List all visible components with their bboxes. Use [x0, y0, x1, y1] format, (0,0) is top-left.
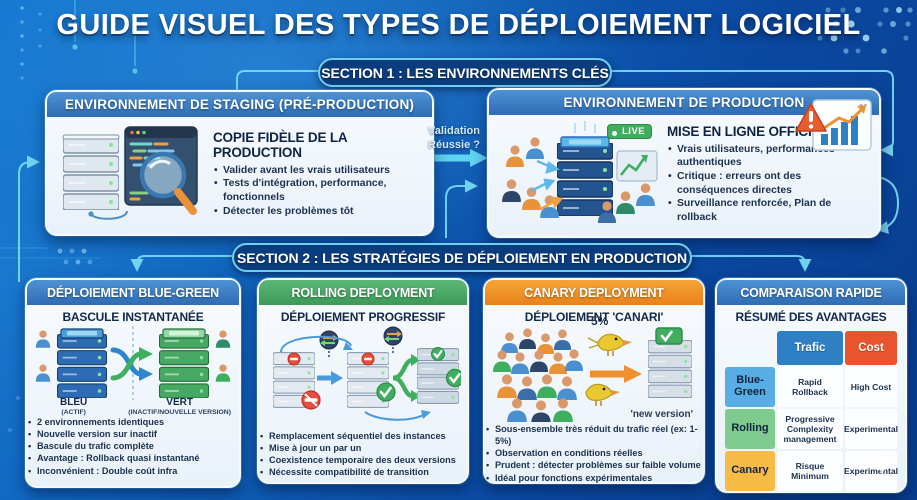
- rolling-bullets: Remplacement séquentiel des instances Mi…: [259, 430, 467, 479]
- bullet: Détecter les problèmes tôt: [213, 205, 422, 219]
- connector-s2-to-bluegreen: [130, 255, 232, 272]
- green-sublabel: (INACTIF/NOUVELLE VERSION): [128, 408, 231, 416]
- comparison-table: Trafic Cost Blue-Green Rapid Rollback Hi…: [717, 331, 905, 491]
- cable-line: [90, 210, 128, 220]
- bullet: Surveillance renforcée, Plan de rollback: [667, 197, 869, 224]
- blue-sublabel: (ACTIF): [61, 408, 86, 416]
- validation-question-label: Validation Réussie ?: [428, 125, 480, 151]
- rolling-subtitle: DÉPLOIEMENT PROGRESSIF: [280, 310, 446, 324]
- canary-bullets: Sous-ensemble très réduit du trafic réel…: [485, 423, 703, 484]
- row-label-rolling: Rolling: [725, 409, 775, 449]
- staging-header: ENVIRONNEMENT DE STAGING (PRÉ-PRODUCTION…: [47, 92, 432, 117]
- table-cell: High Cost: [845, 367, 897, 407]
- bullet: Valider avant les vrais utilisateurs: [213, 164, 422, 178]
- swap-badge-icon: [383, 326, 403, 354]
- bullet: Avantage : Rollback quasi instantané: [27, 452, 239, 464]
- canary-subtitle: DÉPLOIEMENT 'CANARI': [524, 310, 664, 324]
- blue-label: BLEU: [60, 397, 88, 408]
- comparison-subtitle: RÉSUMÉ DES AVANTAGES: [735, 310, 887, 324]
- arrow-right-icon: [317, 371, 343, 385]
- comparison-header: COMPARAISON RAPIDE: [717, 280, 905, 305]
- rolling-header: ROLLING DEPLOYMENT: [259, 280, 467, 305]
- canary-panel: CANARY DEPLOYMENT DÉPLOIEMENT 'CANARI' 5…: [483, 278, 705, 484]
- traffic-percent-label: 5%: [591, 314, 609, 328]
- production-illustration: [497, 121, 659, 227]
- row-label-blue-green: Blue-Green: [725, 367, 775, 407]
- bullet: Bascule du trafic complète: [27, 440, 239, 452]
- bullet: Nécessite compatibilité de transition: [259, 466, 467, 478]
- canary-header: CANARY DEPLOYMENT: [485, 280, 703, 305]
- table-cell: Experimental: [844, 451, 898, 491]
- blue-green-bullets: 2 environnements identiques Nouvelle ver…: [27, 416, 239, 477]
- canary-bird-icon: [587, 333, 632, 356]
- section1-banner: SECTION 1 : LES ENVIRONNEMENTS CLÉS: [318, 58, 612, 87]
- table-cell: Progressive Complexity management: [777, 409, 843, 449]
- bullet: Coexistence temporaire des deux versions: [259, 454, 467, 466]
- comparison-panel: COMPARAISON RAPIDE RÉSUMÉ DES AVANTAGES …: [715, 278, 907, 493]
- bullet: Inconvénient : Double coût infra: [27, 465, 239, 477]
- bullet: Sous-ensemble très réduit du trafic réel…: [485, 423, 703, 447]
- bullet: Nouvelle version sur inactif: [27, 428, 239, 440]
- growth-chart-icon: [616, 150, 658, 182]
- production-panel: ENVIRONNEMENT DE PRODUCTION LIVE: [487, 88, 881, 238]
- staging-panel: ENVIRONNEMENT DE STAGING (PRÉ-PRODUCTION…: [45, 90, 434, 236]
- staging-bullets: Valider avant les vrais utilisateurs Tes…: [213, 164, 422, 218]
- blue-green-subtitle: BASCULE INSTANTANÉE: [62, 310, 204, 324]
- alert-chart-icon: [795, 98, 873, 157]
- check-icon: [431, 347, 445, 361]
- bullet: Critique : erreurs ont des conséquences …: [667, 170, 869, 197]
- blue-green-labels: BLEU (ACTIF) VERT (INACTIF/NOUVELLE VERS…: [27, 397, 239, 416]
- column-header-cost: Cost: [845, 331, 897, 365]
- table-cell: Risque Minimum: [777, 451, 843, 491]
- bullet: Tests d'intégration, performance, foncti…: [213, 177, 422, 204]
- column-header-trafic: Trafic: [777, 331, 843, 365]
- blue-green-header: DÉPLOIEMENT BLUE-GREEN: [27, 280, 239, 305]
- staging-illustration: [55, 123, 205, 225]
- bullet: 2 environnements identiques: [27, 416, 239, 428]
- blocked-icon: [287, 352, 321, 410]
- server-stack-icon: [62, 134, 120, 210]
- bullet: Observation en conditions réelles: [485, 447, 703, 459]
- new-server-stack-icon: [417, 347, 461, 404]
- rolling-illustration: [259, 326, 467, 426]
- canary-bird-icon: [585, 383, 620, 406]
- connector-s2-to-comparison: [688, 255, 812, 272]
- mid-server-stack-icon: [347, 352, 396, 408]
- green-label: VERT: [166, 397, 193, 408]
- table-corner-cell: [725, 331, 775, 365]
- connector-s1-to-staging: [236, 70, 318, 90]
- bullet: Remplacement séquentiel des instances: [259, 430, 467, 442]
- new-version-label: 'new version': [630, 409, 693, 420]
- crossover-arrows-icon: [110, 347, 153, 381]
- connector-validation-loop: [445, 179, 478, 238]
- rolling-panel: ROLLING DEPLOYMENT DÉPLOIEMENT PROGRESSI…: [257, 278, 469, 484]
- bullet: Mise à jour un par un: [259, 442, 467, 454]
- row-label-canary: Canary: [725, 451, 775, 491]
- swap-badge-icon: [319, 330, 339, 358]
- crowd-icon: [493, 328, 583, 422]
- bullet: Prudent : détecter problèmes sur faible …: [485, 459, 703, 471]
- blue-green-panel: DÉPLOIEMENT BLUE-GREEN BASCULE INSTANTAN…: [25, 278, 241, 488]
- green-server-stack-icon: [159, 328, 209, 398]
- blue-server-stack-icon: [57, 328, 107, 398]
- table-cell: Experimental: [844, 409, 898, 449]
- bullet: Idéal pour fonctions expérimentales: [485, 472, 703, 484]
- percent-arrow-icon: [590, 365, 642, 383]
- new-server-stack-icon: [648, 327, 692, 398]
- branch-arrows-icon: [392, 354, 421, 402]
- live-badge: LIVE: [607, 124, 653, 139]
- staging-heading: COPIE FIDÈLE DE LA PRODUCTION: [213, 129, 347, 160]
- section2-banner: SECTION 2 : LES STRATÉGIES DE DÉPLOIEMEN…: [232, 243, 692, 272]
- check-icon: [376, 382, 396, 402]
- table-cell: Rapid Rollback: [777, 367, 843, 407]
- magnifier-icon: [139, 151, 197, 215]
- page-title: GUIDE VISUEL DES TYPES DE DÉPLOIEMENT LO…: [56, 9, 861, 41]
- connector-left-to-staging: [18, 155, 40, 282]
- old-server-stack-icon: [273, 352, 321, 410]
- sparkle-icon: [869, 450, 895, 481]
- canary-illustration: [485, 326, 703, 422]
- blue-green-illustration: [27, 326, 239, 400]
- check-icon: [445, 368, 461, 388]
